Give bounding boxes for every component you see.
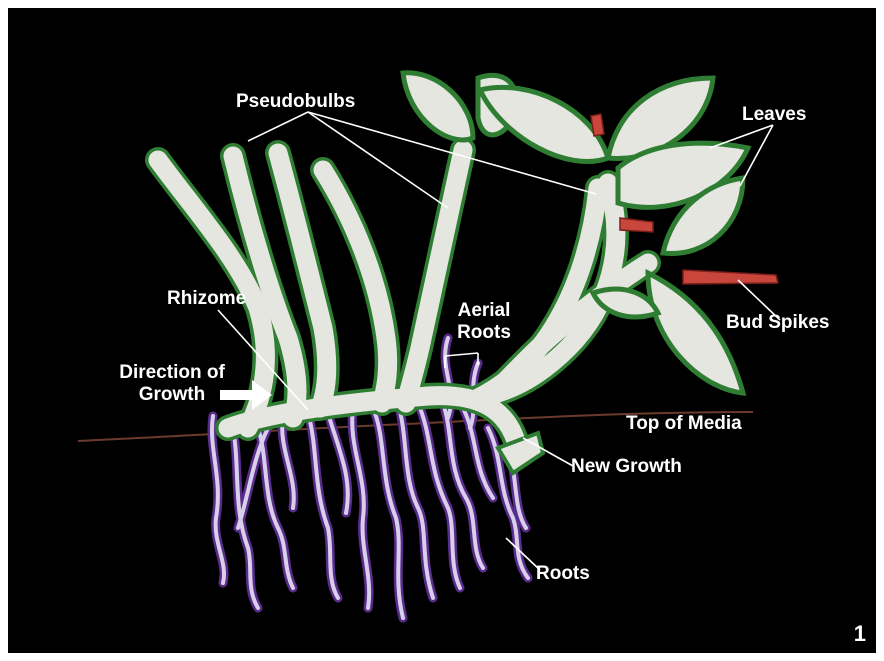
label-bud-spikes: Bud Spikes (726, 312, 829, 334)
figure-number: 1 (854, 621, 866, 647)
bud-spike (620, 218, 653, 232)
label-pseudobulbs: Pseudobulbs (236, 91, 355, 113)
bud-spike (683, 270, 778, 284)
bud-spike (591, 114, 604, 136)
label-top-of-media: Top of Media (626, 413, 742, 435)
label-aerial-roots-line2: Roots (444, 322, 524, 344)
label-direction-line2: Growth (104, 384, 240, 406)
label-direction-line1: Direction of (104, 362, 240, 384)
label-aerial-roots: Aerial Roots (444, 300, 524, 344)
diagram-panel: Pseudobulbs Leaves Rhizome Aerial Roots … (8, 8, 876, 653)
label-roots: Roots (536, 563, 590, 585)
label-rhizome: Rhizome (167, 288, 246, 310)
label-leaves: Leaves (742, 104, 806, 126)
label-new-growth: New Growth (571, 456, 682, 478)
leaf (403, 73, 473, 140)
label-direction-of-growth: Direction of Growth (104, 362, 240, 406)
label-aerial-roots-line1: Aerial (444, 300, 524, 322)
